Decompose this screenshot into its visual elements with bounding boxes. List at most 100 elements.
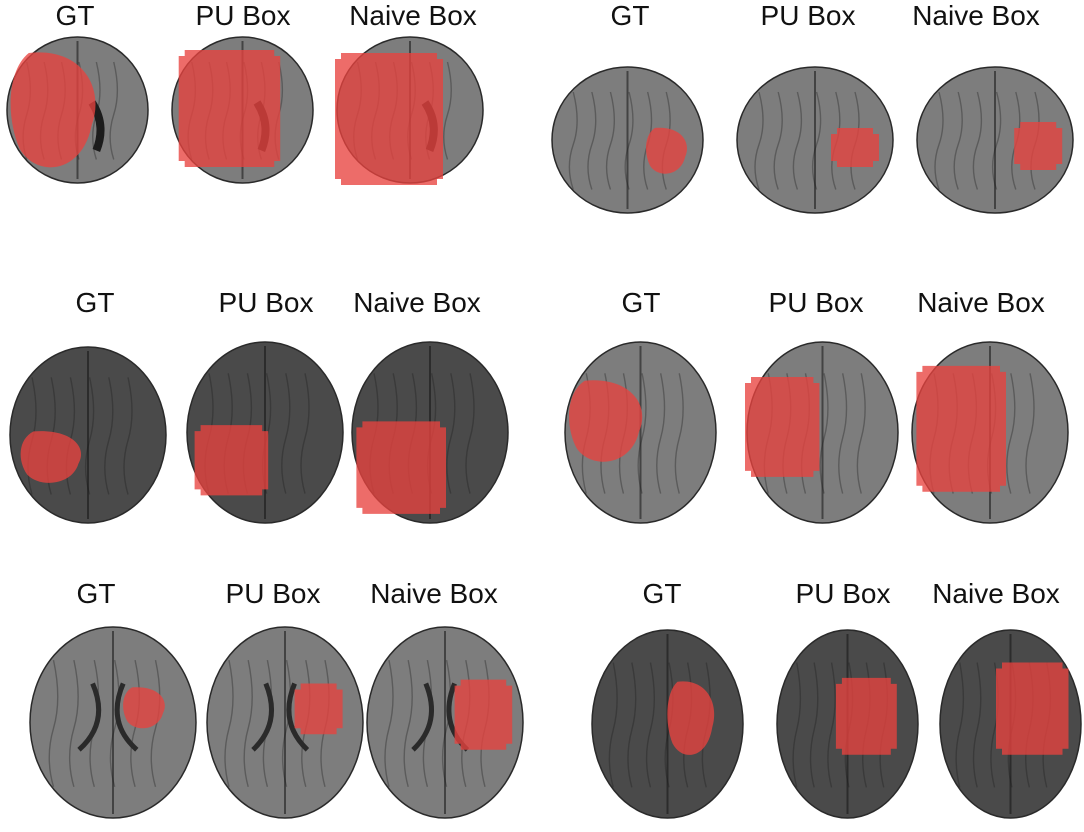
sulcus-line <box>1025 373 1035 494</box>
sulcus-line <box>809 662 819 788</box>
sulcus-line <box>130 659 140 788</box>
brain-slice-svg-g5-pu <box>206 626 364 819</box>
lesion-overlay-organic <box>20 431 82 483</box>
sulcus-line <box>819 373 829 494</box>
label-g2-naive: Naive Box <box>912 0 1040 31</box>
sulcus-line <box>109 61 119 160</box>
label-g6-naive: Naive Box <box>932 578 1060 609</box>
sulcus-line <box>773 91 783 190</box>
sulcus-line <box>403 659 413 788</box>
sulcus-line <box>838 373 848 494</box>
sulcus-line <box>792 91 803 190</box>
sulcus-line <box>300 373 310 494</box>
brain-slice-svg-g2-gt <box>551 66 704 214</box>
brain-slice-svg-g5-naive <box>366 626 524 819</box>
sulcus-line <box>48 659 59 788</box>
sulcus-line <box>441 659 452 788</box>
sulcus-line <box>792 662 802 788</box>
lesion-overlay-organic <box>10 52 96 168</box>
lesion-overlay-organic <box>569 380 643 462</box>
lesion-overlay-blocky <box>356 421 446 514</box>
label-g4-pu: PU Box <box>768 287 864 318</box>
lesion-overlay-blocky <box>831 128 879 167</box>
sulcus-line <box>674 373 684 494</box>
brain-slice-svg-g1-naive <box>335 36 484 185</box>
brain-slice-g4-gt <box>563 340 718 525</box>
brain-slice-g1-gt <box>5 35 150 185</box>
brain-slice-svg-g2-pu <box>736 66 894 214</box>
brain-slice-svg-g1-gt <box>6 36 149 184</box>
label-g3-gt: GT <box>75 287 115 318</box>
label-g1-pu: PU Box <box>195 0 291 31</box>
brain-slice-g1-naive <box>335 35 485 185</box>
sulcus-line <box>754 91 764 190</box>
sulcus-line <box>608 662 618 788</box>
brain-slice-g5-pu <box>205 625 365 820</box>
label-g5-pu: PU Box <box>225 578 321 609</box>
brain-slice-svg-g6-naive <box>939 629 1082 819</box>
sulcus-line <box>243 659 253 788</box>
ventricle <box>251 682 310 752</box>
sulcus-line <box>587 91 597 190</box>
sulcus-line <box>384 659 394 788</box>
sulcus-line <box>991 91 1002 190</box>
lesion-overlay-blocky <box>996 662 1069 755</box>
brain-slice-g2-pu <box>735 65 895 215</box>
lesion-overlay-blocky <box>294 683 343 735</box>
lesion-overlay-organic <box>667 681 715 755</box>
lesion-overlay-blocky <box>178 50 281 167</box>
sulcus-line <box>972 91 983 190</box>
lesion-overlay-blocky <box>745 377 820 477</box>
sulcus-line <box>84 377 95 495</box>
lesion-overlay-organic <box>645 127 688 174</box>
label-g2-pu: PU Box <box>760 0 856 31</box>
brain-slice-g5-gt <box>28 625 198 820</box>
lesion-overlay-blocky <box>1014 122 1063 170</box>
lesion-overlay-blocky <box>835 677 897 755</box>
brain-slice-g6-naive <box>938 628 1083 820</box>
brain-slice-g1-pu <box>170 35 315 185</box>
brain-slice-svg-g6-gt <box>591 629 744 819</box>
sulcus-line <box>68 659 79 788</box>
sulcus-line <box>1006 373 1016 494</box>
label-g3-pu: PU Box <box>218 287 314 318</box>
sulcus-line <box>856 373 866 494</box>
sulcus-line <box>637 373 647 494</box>
brain-slice-g2-gt <box>550 65 705 215</box>
sulcus-line <box>465 373 475 494</box>
sulcus-line <box>627 662 637 788</box>
sulcus-line <box>443 61 452 160</box>
sulcus-line <box>150 659 161 788</box>
brain-slice-g3-gt <box>8 345 168 525</box>
sulcus-line <box>955 662 965 788</box>
label-g1-naive: Naive Box <box>349 0 477 31</box>
label-g5-gt: GT <box>76 578 116 609</box>
brain-slice-svg-g2-naive <box>916 66 1074 214</box>
brain-slice-g6-gt <box>590 628 745 820</box>
sulcus-line <box>656 373 666 494</box>
sulcus-line <box>281 373 291 494</box>
brain-slice-svg-g4-naive <box>911 341 1069 524</box>
sulcus-line <box>104 377 114 495</box>
label-g6-pu: PU Box <box>795 578 891 609</box>
lesion-overlay-organic <box>123 687 165 729</box>
brain-slice-svg-g1-pu <box>171 36 314 184</box>
label-g6-gt: GT <box>642 578 682 609</box>
label-g4-naive: Naive Box <box>917 287 1045 318</box>
sulcus-line <box>605 91 616 190</box>
brain-slice-svg-g6-pu <box>776 629 919 819</box>
lesion-overlay-blocky <box>194 425 269 496</box>
sulcus-line <box>811 91 822 190</box>
brain-slice-svg-g4-gt <box>564 341 717 524</box>
ventricle <box>77 682 139 752</box>
sulcus-line <box>972 662 982 788</box>
brain-slice-g4-naive <box>910 340 1070 525</box>
sulcus-line <box>827 662 836 788</box>
brain-slice-g6-pu <box>775 628 920 820</box>
brain-slice-svg-g3-pu <box>186 341 344 524</box>
sulcus-line <box>446 373 456 494</box>
sulcus-line <box>123 377 133 495</box>
brain-slice-svg-g3-gt <box>9 346 167 524</box>
brain-slice-g4-pu <box>745 340 900 525</box>
brain-slice-g2-naive <box>915 65 1075 215</box>
